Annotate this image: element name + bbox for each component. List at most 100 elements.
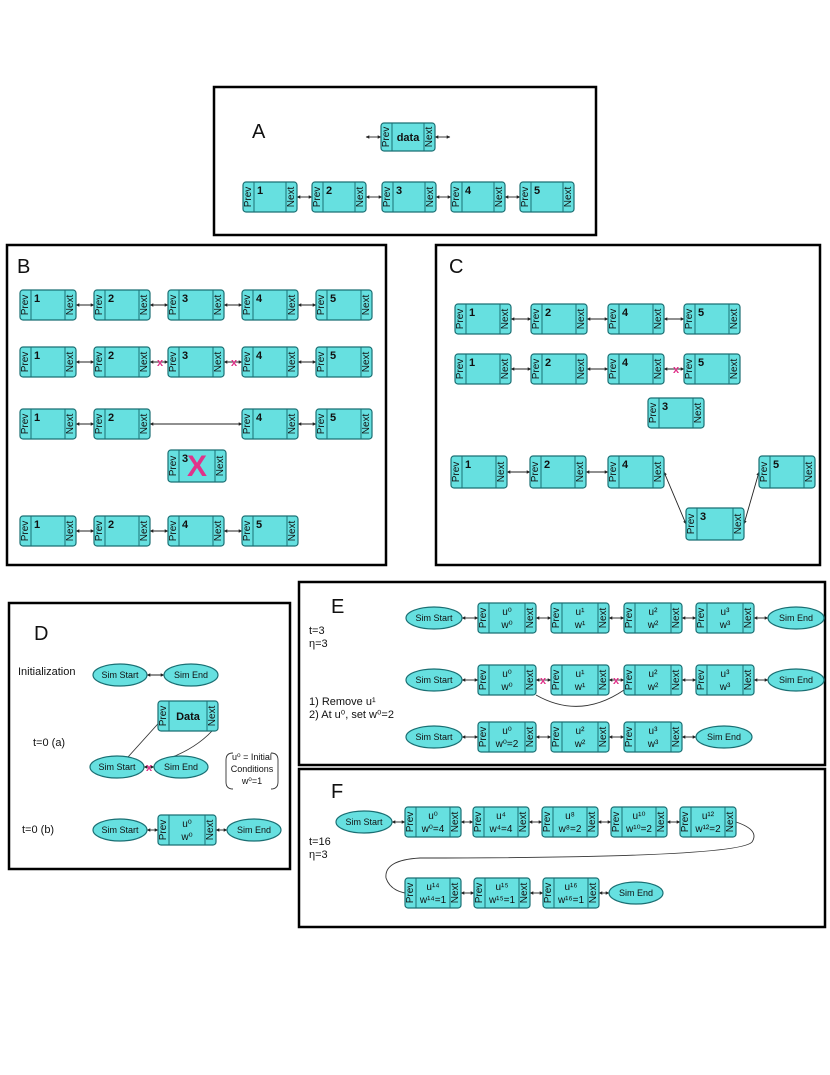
node-value: 4 [256,293,263,305]
node-value: data [397,132,421,144]
e-row1-sim-start-label: Sim Start [415,613,453,623]
panel-f-label: F [331,781,343,803]
next-field: Next [519,882,530,903]
e-row2-sim-start-label: Sim Start [415,675,453,685]
e-row3-sim-start: Sim Start [405,725,463,749]
prev-field: Prev [158,820,169,841]
d-a-sim-start-label: Sim Start [98,762,136,772]
node-w: w³ [719,620,731,631]
next-field: Next [598,607,609,628]
prev-field: Prev [624,727,635,748]
e-row3-sim-end-label: Sim End [707,732,741,742]
node-value: 3 [396,185,402,197]
node-value: 5 [330,350,336,362]
next-field: Next [361,351,372,372]
links-layer [75,135,769,895]
next-field: Next [518,811,529,832]
next-field: Next [525,669,536,690]
node-value: 3 [182,350,188,362]
panel-c-label: C [449,256,463,278]
node-value: 4 [622,307,629,319]
next-field: Next [500,358,511,379]
prev-field: Prev [680,812,691,833]
next-field: Next [743,607,754,628]
next-field: Next [598,726,609,747]
next-field: Next [287,294,298,315]
node-w: w¹⁰=2 [625,824,652,835]
e-eta-label: η=3 [309,638,328,650]
e-row2-sim-start: Sim Start [405,668,463,692]
next-field: Next [743,669,754,690]
e-row3-sim-start-label: Sim Start [415,732,453,742]
prev-field: Prev [531,359,542,380]
annotations-layer: Initialization t=0 (a) t=0 (b) u⁰ = Init… [18,357,680,861]
node-u: u² [649,669,659,680]
node-value: 3 [182,453,188,465]
node-u: u⁴ [496,811,506,822]
e-step-2: 2) At u⁰, set w⁰=2 [309,709,394,721]
prev-field: Prev [158,706,169,727]
prev-field: Prev [168,295,179,316]
f-sim-start: Sim Start [335,810,393,834]
next-field: Next [213,520,224,541]
node-w: w¹ [574,620,586,631]
note-line-2: Conditions [231,764,274,774]
next-field: Next [575,461,586,482]
node-u: u³ [721,607,731,618]
node-u: u³ [721,669,731,680]
prev-field: Prev [478,670,489,691]
prev-field: Prev [20,295,31,316]
node-value: 1 [469,307,475,319]
prev-field: Prev [624,608,635,629]
d-b-sim-start: Sim Start [92,818,148,842]
cut-mark: x [157,357,164,369]
node-value: 2 [545,357,551,369]
node-value: 4 [256,350,263,362]
prev-field: Prev [312,187,323,208]
f-sim-start-label: Sim Start [345,817,383,827]
next-field: Next [494,186,505,207]
next-field: Next [213,351,224,372]
next-field: Next [525,726,536,747]
e-row2-sim-end: Sim End [767,668,825,692]
node-u: u¹² [702,811,715,822]
next-field: Next [729,358,740,379]
node-value: 1 [34,519,40,531]
node-value: 3 [182,293,188,305]
e-t-label: t=3 [309,625,325,637]
link-curve [270,752,279,790]
e-row1-sim-start: Sim Start [405,606,463,630]
d-a-sim-start: Sim Start [89,755,145,779]
next-field: Next [287,351,298,372]
panel-b-label: B [17,256,30,278]
node-u: u² [576,726,586,737]
prev-field: Prev [94,352,105,373]
